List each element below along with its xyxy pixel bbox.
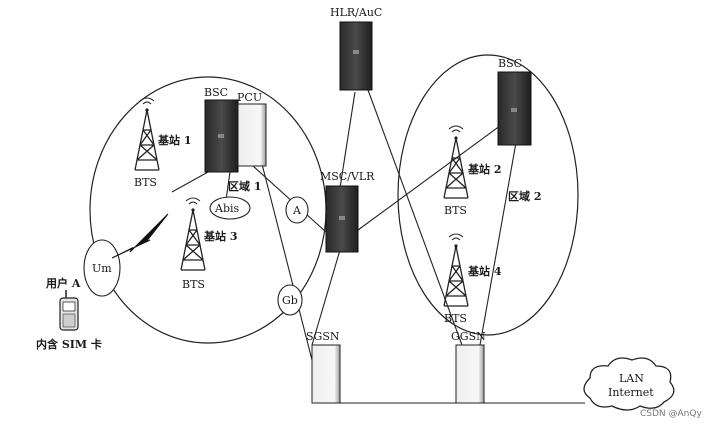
bsc-right-rack [497, 71, 532, 146]
bsc-left-rack [204, 99, 239, 173]
mobile-phone-icon [59, 290, 79, 331]
um-label: Um [92, 262, 112, 275]
tower-bts3-icon [180, 197, 206, 271]
bts2-label: BTS [444, 204, 467, 217]
sim-card-label: 内含 SIM 卡 [36, 337, 102, 351]
links [171, 89, 585, 404]
area-2-label: 区域 2 [508, 189, 541, 203]
station-4-label: 基站 4 [467, 264, 502, 278]
sgsn-box [311, 344, 341, 404]
lan-internet-cloud-icon [583, 357, 675, 411]
tower-bts4-icon [443, 233, 469, 307]
bsc-left-label: BSC [204, 86, 228, 99]
station-3-label: 基站 3 [203, 229, 237, 243]
bts3-label: BTS [182, 278, 205, 291]
bts4-label: BTS [444, 312, 467, 325]
user-a-label: 用户 A [46, 276, 81, 290]
station-1-label: 基站 1 [157, 133, 191, 147]
bts1-label: BTS [134, 176, 157, 189]
a-interface [285, 196, 309, 224]
abis-interface [209, 196, 251, 220]
tower-bts2-icon [443, 125, 469, 199]
ggsn-label: GGSN [451, 330, 486, 343]
watermark: CSDN @AnQy [640, 409, 702, 419]
sgsn-label: SGSN [306, 330, 340, 343]
cloud-line1: LAN [619, 372, 644, 385]
msc-vlr-label: MSC/VLR [320, 170, 375, 183]
area-1-label: 区域 1 [228, 179, 261, 193]
area-2-ring [397, 54, 579, 336]
msc-vlr-rack [325, 185, 359, 253]
ggsn-box [455, 344, 485, 404]
tower-bts1-icon [134, 97, 160, 171]
station-2-label: 基站 2 [467, 162, 501, 176]
gb-label: Gb [282, 294, 298, 307]
hlr-label: HLR/AuC [330, 6, 382, 19]
a-label: A [292, 204, 302, 217]
cloud-line2: Internet [608, 386, 654, 399]
bsc-right-label: BSC [498, 57, 522, 70]
gb-interface [277, 284, 303, 316]
um-interface [83, 239, 121, 297]
hlr-auc-rack [339, 21, 373, 91]
abis-label: Abis [214, 202, 240, 215]
radio-link-icon [111, 213, 169, 259]
pcu-box [237, 103, 267, 167]
pcu-label: PCU [237, 91, 262, 104]
